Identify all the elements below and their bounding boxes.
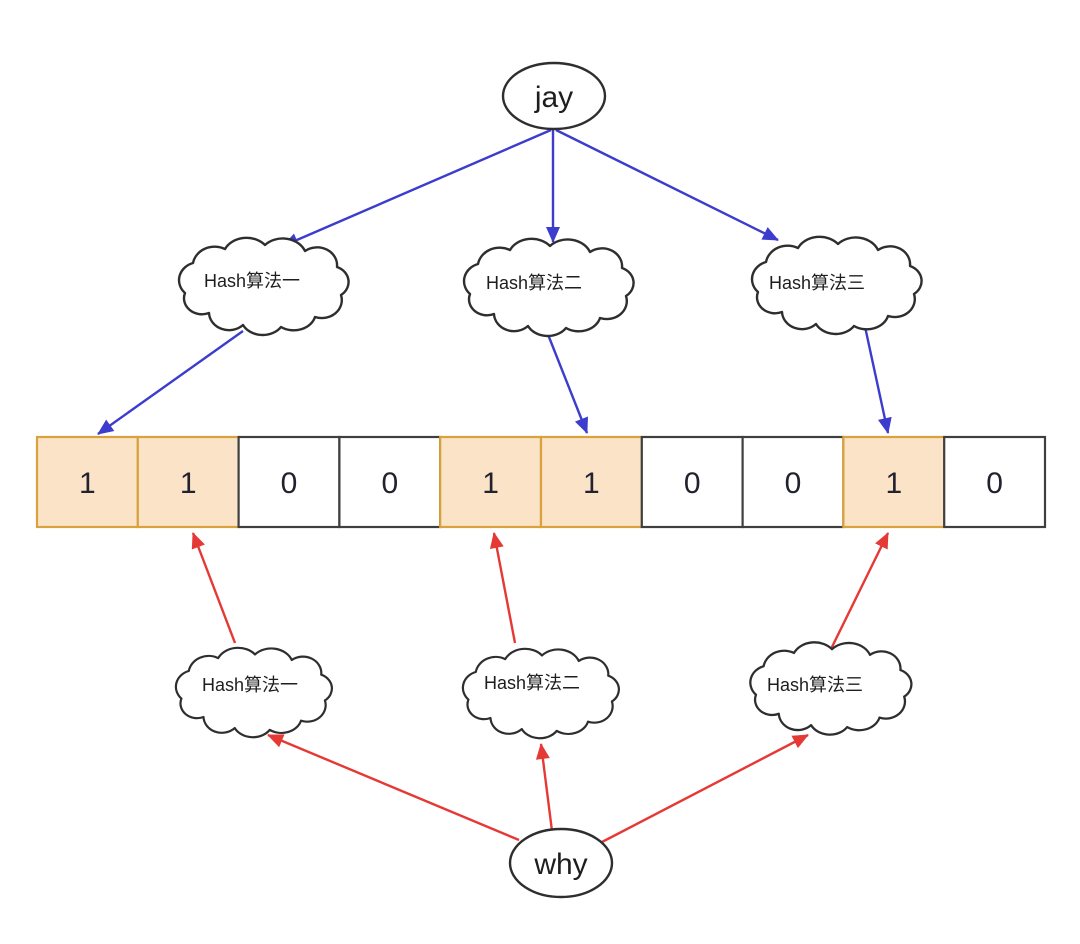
bit-value: 1 [180, 467, 197, 500]
bit-value: 0 [684, 467, 701, 500]
insert-key-node: jay [501, 61, 607, 131]
arrow-jay-to-hash3 [555, 128, 779, 242]
bit-cell [338, 435, 442, 529]
arrow-hash3-to-cell8-query [829, 532, 890, 650]
bit-cell [842, 435, 946, 529]
hash-bottom-2-label: Hash算法二 [484, 673, 580, 693]
cloud-shape [461, 647, 621, 740]
hash-cloud-bottom-3: Hash算法三 [749, 641, 913, 736]
arrow-why-to-hash1 [267, 733, 520, 842]
hash-cloud-top-1: Hash算法一 [177, 236, 350, 337]
hash-bottom-3-label: Hash算法三 [767, 675, 863, 695]
bit-value: 0 [986, 467, 1003, 500]
bit-cell [35, 435, 139, 529]
hash-bottom-1-label: Hash算法一 [202, 675, 298, 695]
bit-value: 0 [281, 467, 298, 500]
arrow-hash2-to-cell5 [545, 331, 589, 434]
hash-top-2-label: Hash算法二 [486, 273, 582, 293]
query-key-node: why [508, 827, 614, 899]
bit-value: 0 [381, 467, 398, 500]
hash-cloud-bottom-2: Hash算法二 [461, 647, 621, 740]
hash-top-3-label: Hash算法三 [769, 273, 865, 293]
jay-ellipse [501, 61, 607, 131]
hash-cloud-top-2: Hash算法二 [462, 237, 635, 338]
arrow-hash3-to-cell8 [862, 321, 892, 434]
bit-cell [640, 435, 744, 529]
why-ellipse [508, 827, 614, 899]
bit-value: 1 [79, 467, 96, 500]
arrow-hash1-to-cell0 [97, 330, 244, 435]
bit-cell [439, 435, 543, 529]
bit-value: 0 [785, 467, 802, 500]
hash-cloud-bottom-1: Hash算法一 [174, 646, 334, 739]
arrow-jay-to-hash1 [282, 128, 552, 248]
bit-value: 1 [482, 467, 499, 500]
bit-cell [943, 435, 1047, 529]
bit-array: 1 1 0 0 1 1 0 0 1 0 [35, 435, 1047, 529]
arrow-why-to-hash2 [535, 743, 554, 832]
bit-cell [741, 435, 845, 529]
hash-top-1-label: Hash算法一 [204, 271, 300, 291]
bit-value: 1 [583, 467, 600, 500]
arrow-hash1-to-cell1 [191, 532, 237, 644]
query-arrows [191, 532, 890, 844]
arrow-hash2-to-cell4 [489, 532, 517, 644]
hash-cloud-top-3: Hash算法三 [750, 235, 923, 336]
arrow-why-to-hash3 [601, 733, 809, 844]
query-key-label: why [533, 848, 587, 881]
insert-arrows [97, 128, 892, 435]
bit-cell [237, 435, 341, 529]
bit-cell [539, 435, 643, 529]
insert-key-label: jay [534, 81, 573, 114]
bit-value: 1 [885, 467, 902, 500]
